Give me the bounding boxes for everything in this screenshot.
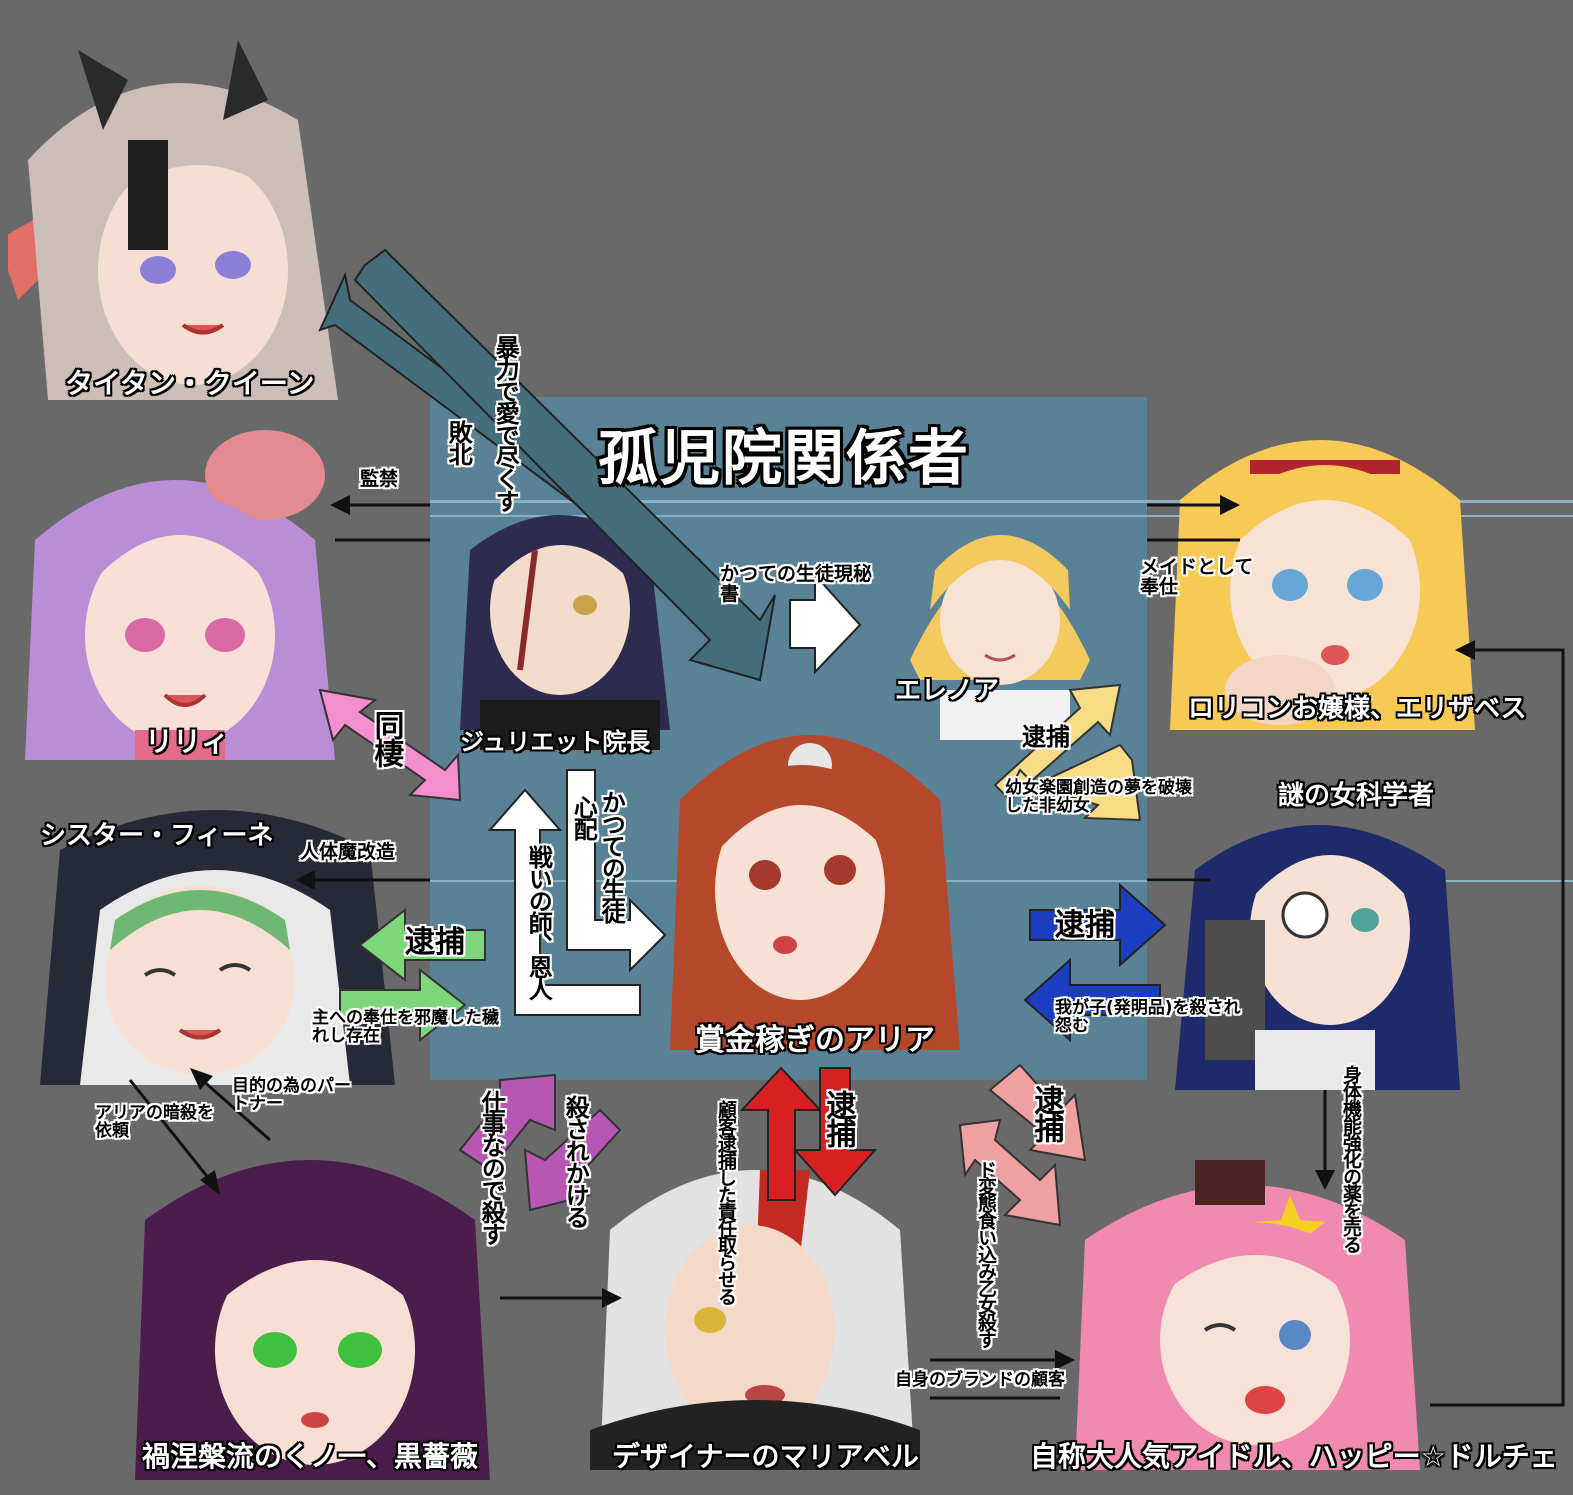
label-kokyaku: 顧客逮捕した責任取らせる xyxy=(714,1100,737,1304)
salmon-arrow-taiho xyxy=(988,1063,1087,1162)
dolce-portrait xyxy=(1055,1150,1435,1470)
arrow-ansatsu-line xyxy=(128,1079,212,1181)
name-aria: 賞金稼ぎのアリア xyxy=(695,1023,935,1058)
white-arrow-tatakai xyxy=(487,788,641,1016)
label-kyoudou: 同棲 xyxy=(368,710,404,766)
arrow-mokuteki-head xyxy=(190,1068,213,1090)
green-arrow-taiho xyxy=(358,907,486,983)
label-taiho-dolce: 逮捕 xyxy=(1028,1085,1064,1141)
label-shinpai: 心配 xyxy=(569,795,598,839)
arrow-eleanor-to-elizabeth-head xyxy=(1220,495,1240,515)
arrow-mokuteki-line xyxy=(199,1076,271,1142)
label-ansatsu: アリアの暗殺を依頼 xyxy=(95,1103,214,1141)
red-arrow-taiho xyxy=(792,1067,878,1197)
green-arrow-shu xyxy=(339,967,467,1043)
arrow-brand-head xyxy=(1055,1350,1075,1370)
kurobara-art xyxy=(135,1160,490,1480)
label-shigoto: 仕事なので殺す xyxy=(477,1090,506,1244)
yellow-arrow-youjo xyxy=(1013,743,1142,822)
aria-portrait xyxy=(650,690,970,1050)
dolce-art xyxy=(1075,1160,1420,1470)
scientist-portrait xyxy=(1165,790,1465,1090)
name-sister-fine: シスター・フィーネ xyxy=(40,821,274,851)
label-jintai: 人体魔改造 xyxy=(300,841,396,863)
lily-portrait xyxy=(15,420,345,760)
white-arrow-shinpai xyxy=(566,769,667,973)
eleanor-portrait xyxy=(890,490,1120,740)
name-eleanor: エレノア xyxy=(895,676,1000,706)
name-juliet: ジュリエット院長 xyxy=(460,728,651,756)
label-korosare: 殺されかける xyxy=(561,1095,590,1227)
name-kurobara: 禍涅槃流のくノ一、黒薔薇 xyxy=(142,1440,479,1473)
kurobara-portrait xyxy=(115,1120,505,1480)
salmon-arrow-dohentai xyxy=(958,1118,1062,1227)
titan-queen-portrait xyxy=(8,40,398,400)
blue-arrow-taiho xyxy=(1029,882,1167,968)
elizabeth-art xyxy=(1170,440,1475,730)
panel-stripe xyxy=(430,500,1573,503)
arrow-kurobara-mariabell-head xyxy=(602,1288,622,1308)
diagram-title: 孤児院関係者 xyxy=(598,424,970,494)
label-dohentai: ド変態食い込み乙女殺す xyxy=(974,1160,997,1347)
mariabell-art xyxy=(590,1170,920,1470)
panel-stripe xyxy=(430,515,1573,517)
label-boryoku: 暴力で愛で尽くす xyxy=(491,335,520,511)
arrow-loop-head xyxy=(1455,640,1475,660)
arrow-ansatsu-head xyxy=(200,1170,220,1195)
label-shu: 主への奉仕を邪魔した穢れし存在 xyxy=(312,1008,499,1046)
aria-art xyxy=(670,735,960,1050)
titan-queen-art xyxy=(8,40,338,400)
label-tatakai: 戦いの師、恩人 xyxy=(524,845,553,999)
label-haiboku: 敗北 xyxy=(444,420,473,464)
name-titan-queen: タイタン・クイーン xyxy=(65,367,315,400)
label-taiho-fine: 逮捕 xyxy=(405,925,465,960)
name-elizabeth: ロリコンお嬢様、エリザベス xyxy=(1188,694,1527,724)
pink-arrow-kyoudou xyxy=(318,688,462,802)
white-arrow-former-student xyxy=(789,572,862,675)
label-brand: 自身のブランドの顧客 xyxy=(895,1370,1065,1390)
name-scientist: 謎の女科学者 xyxy=(1278,781,1435,811)
teal-arrow-juliet-to-titan xyxy=(353,248,776,682)
purple-arrow-shigoto xyxy=(458,1073,556,1172)
arrow-kankin-head xyxy=(330,495,350,515)
panel-stripe xyxy=(430,880,1573,882)
label-taiho-eleanor: 逮捕 xyxy=(1022,723,1070,751)
label-shintai: 身体機能強化の薬を売る xyxy=(1339,1065,1362,1252)
label-mokuteki: 目的の為のパートナー xyxy=(232,1076,351,1114)
arrow-loop-dolce-to-elizabeth xyxy=(1430,648,1565,1407)
name-dolce: 自称大人気アイドル、ハッピー☆ドルチェ xyxy=(1030,1440,1558,1473)
label-taiho-scientist: 逮捕 xyxy=(1055,908,1115,943)
label-wagako: 我が子(発明品)を殺され怨む xyxy=(1055,998,1241,1036)
arrow-shintai-head xyxy=(1315,1170,1335,1190)
purple-arrow-korosare xyxy=(523,1108,622,1212)
label-youjo: 幼女楽園創造の夢を破壊した非幼女 xyxy=(1005,778,1192,816)
red-arrow-kokyaku xyxy=(739,1066,823,1201)
label-kankin: 監禁 xyxy=(360,468,399,490)
eleanor-art xyxy=(910,535,1090,740)
name-mariabell: デザイナーのマリアベル xyxy=(612,1440,919,1473)
yellow-arrow-taiho xyxy=(993,683,1122,802)
arrow-jintai-head xyxy=(295,870,315,890)
label-former-student: かつての生徒現秘書 xyxy=(720,563,873,605)
juliet-portrait xyxy=(440,490,700,750)
label-maid: メイドとして奉仕 xyxy=(1140,556,1254,598)
mariabell-portrait xyxy=(580,1130,930,1470)
lily-art xyxy=(25,430,335,760)
elizabeth-portrait xyxy=(1160,390,1480,730)
label-taiho-maria: 逮捕 xyxy=(820,1090,856,1146)
juliet-art xyxy=(460,515,670,750)
blue-arrow-wagako xyxy=(1023,957,1161,1043)
scientist-art xyxy=(1175,825,1460,1090)
name-lily: リリィ xyxy=(145,725,230,758)
label-katsute-seito: かつての生徒 xyxy=(597,790,626,922)
